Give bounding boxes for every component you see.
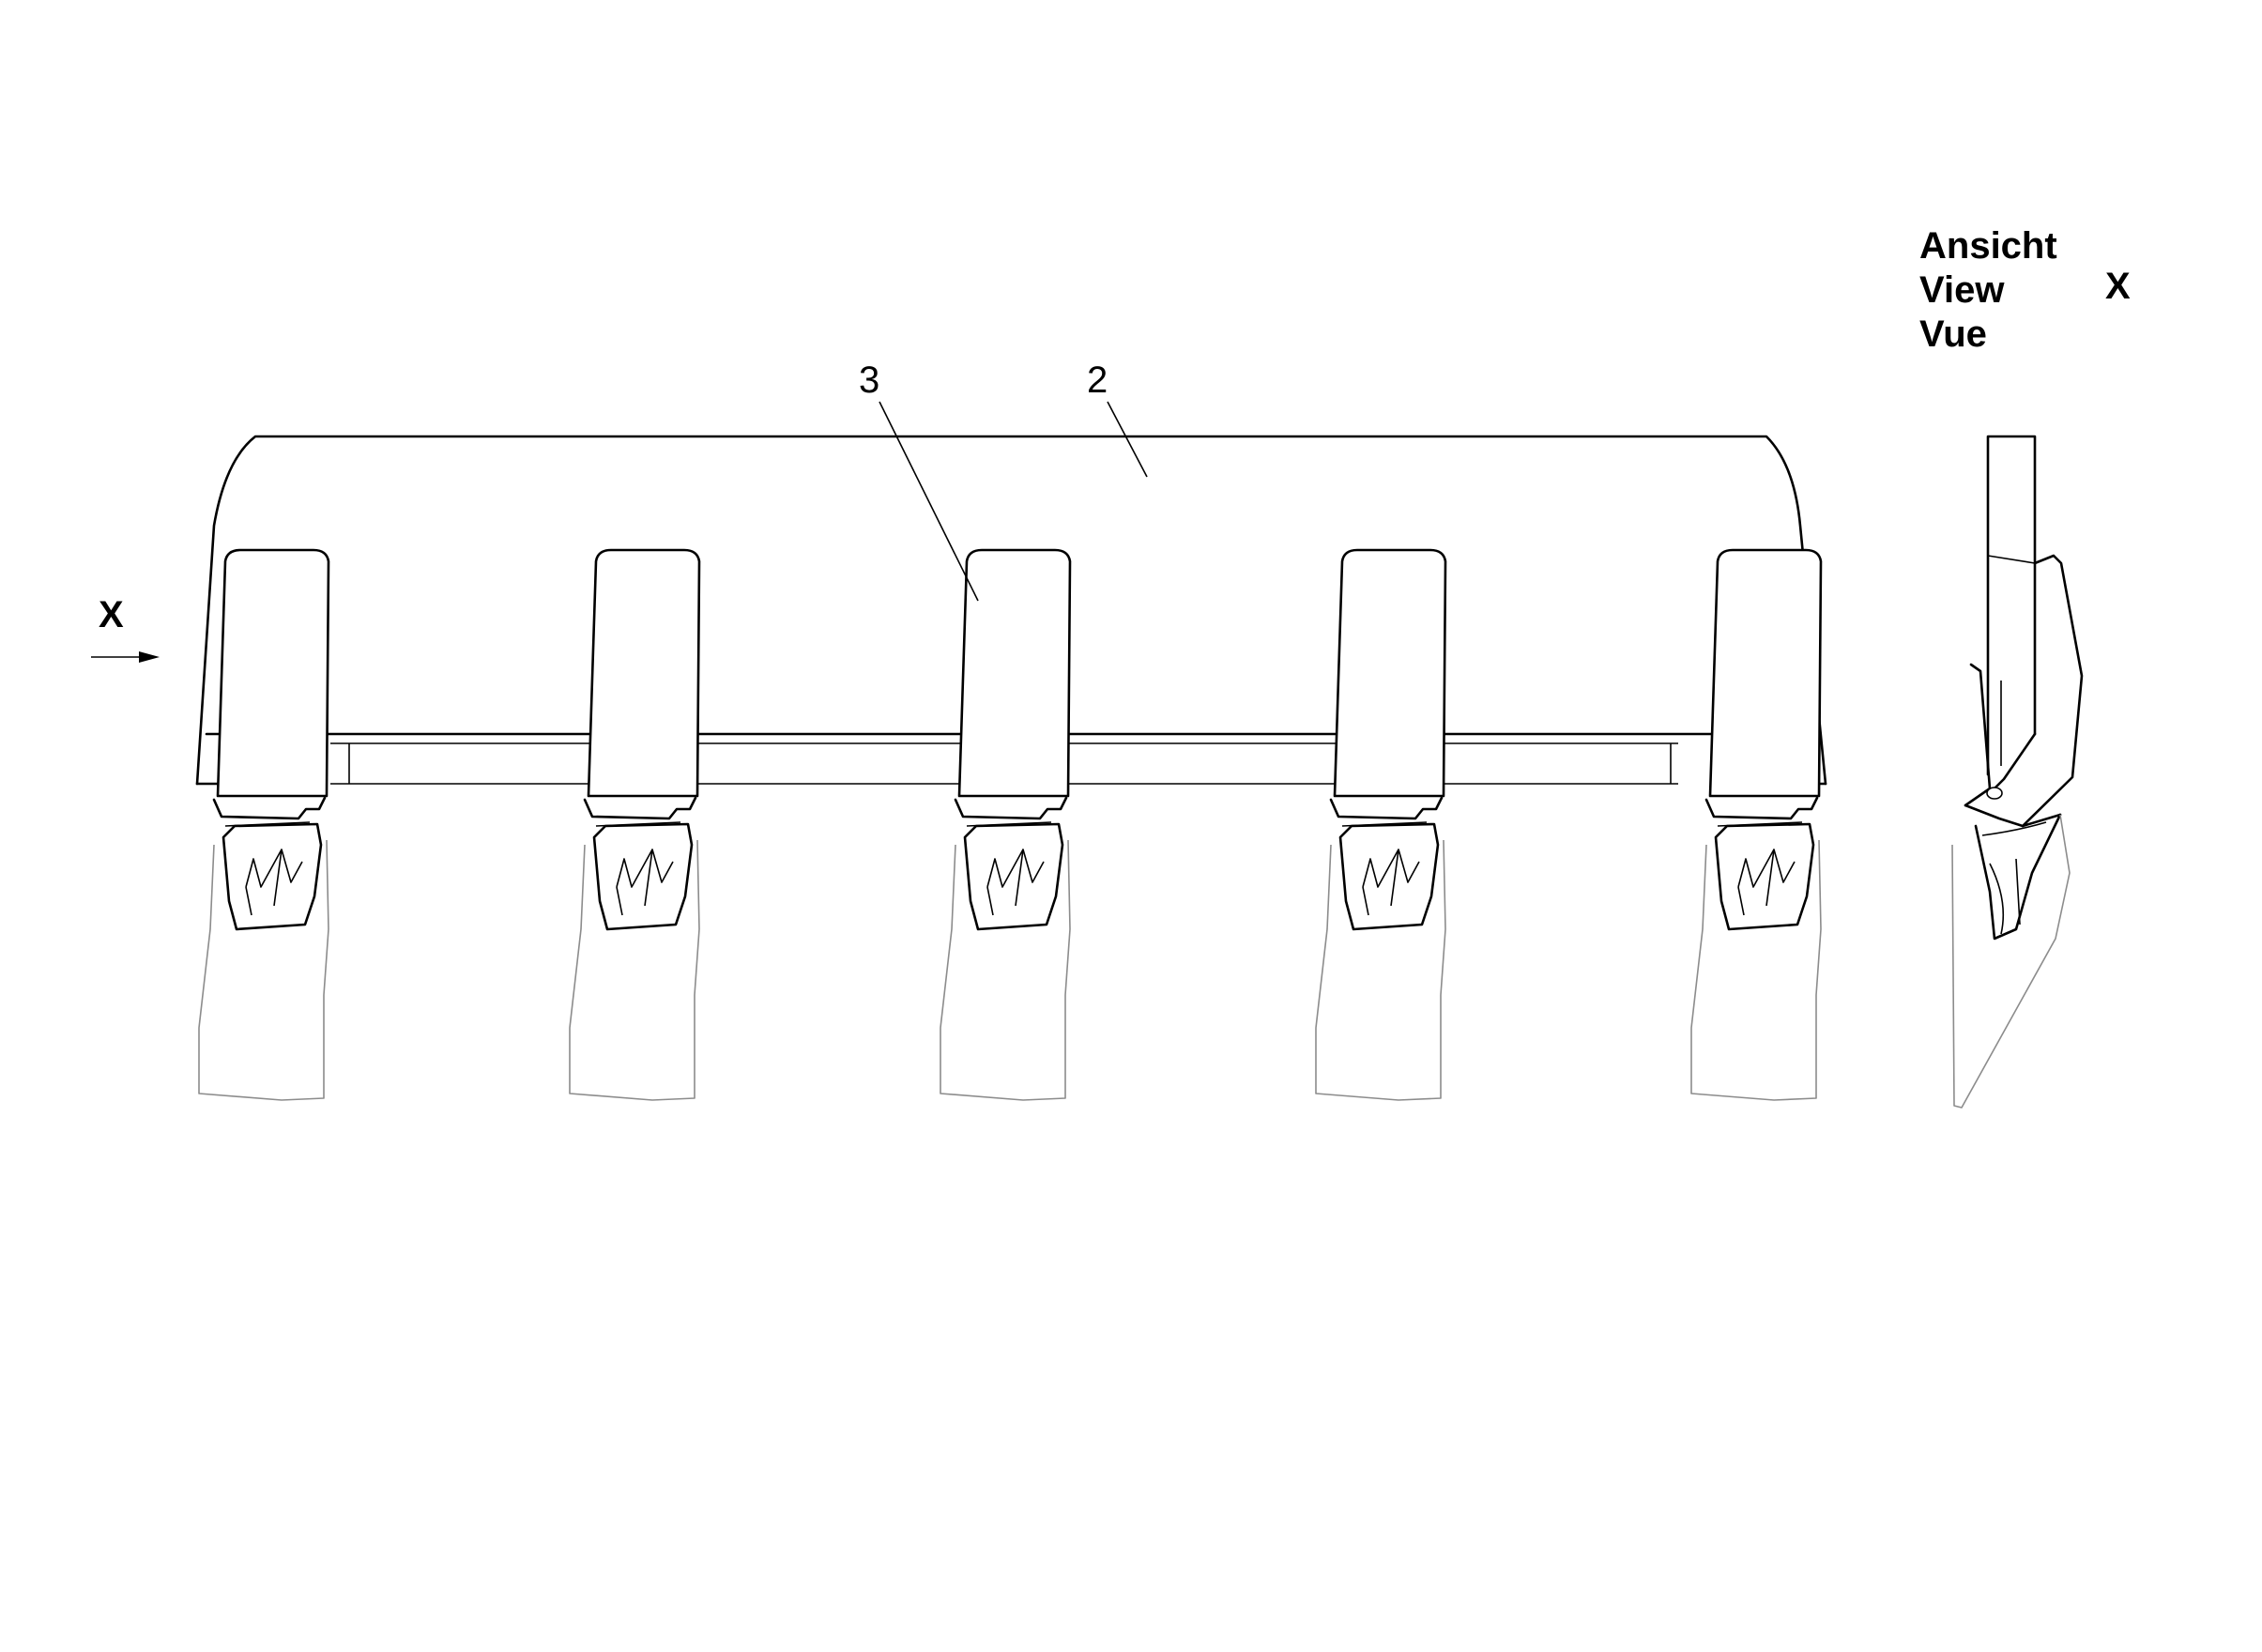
callout-2: 2: [1087, 359, 1108, 401]
arrowhead-icon: [139, 651, 160, 663]
callout-3: 3: [859, 359, 879, 401]
view-title-line-2: View: [1919, 269, 2005, 311]
view-arrow-letter: X: [99, 594, 124, 635]
view-title: Ansicht View Vue X: [1919, 225, 2131, 355]
tooth-5: [1690, 548, 1823, 1101]
view-title-letter: X: [2105, 266, 2131, 307]
leader-line-3: [879, 401, 979, 602]
teeth-group: [198, 548, 1823, 1101]
callout-leaders: [879, 401, 1148, 602]
leader-line-2: [1107, 401, 1148, 478]
view-direction-arrow: X: [91, 594, 160, 663]
view-title-line-1: Ansicht: [1919, 225, 2057, 267]
tooth-4: [1315, 548, 1447, 1101]
side-view: [1951, 435, 2084, 1109]
tooth-3: [940, 548, 1072, 1101]
tooth-1: [198, 548, 330, 1101]
view-title-line-3: Vue: [1919, 314, 1987, 355]
tooth-2: [569, 548, 701, 1101]
